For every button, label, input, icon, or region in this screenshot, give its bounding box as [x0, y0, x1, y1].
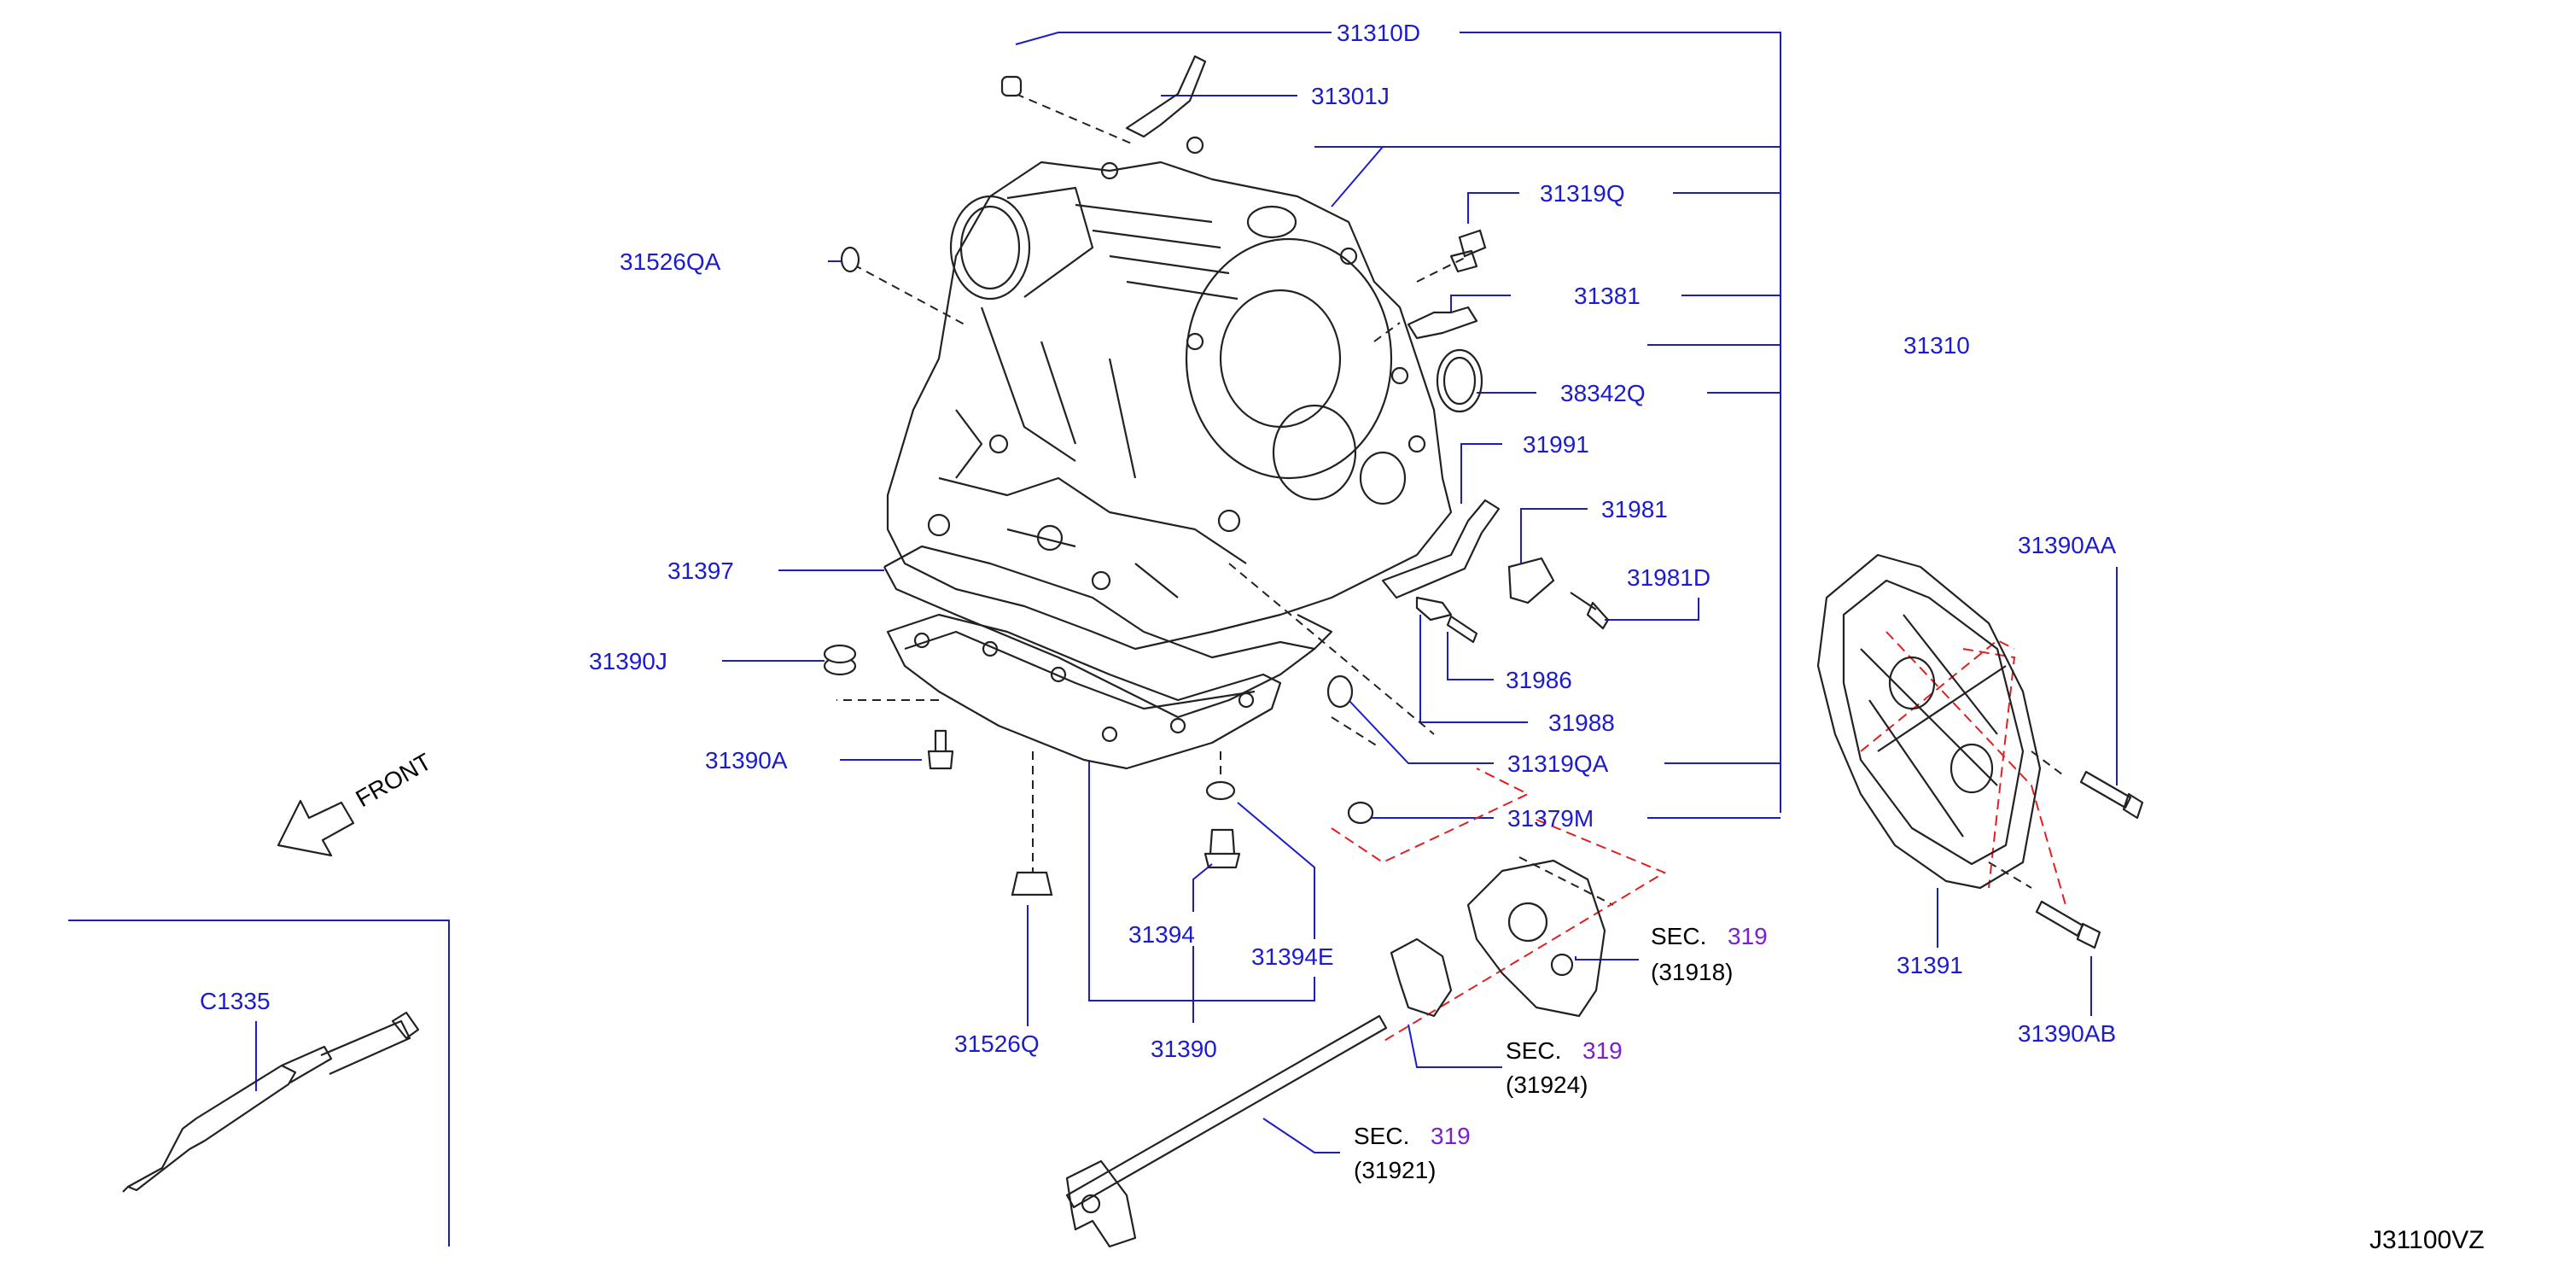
callout-C1335[interactable]: C1335 — [200, 988, 271, 1014]
callout-31394E[interactable]: 31394E — [1251, 943, 1334, 970]
sec-label: SEC. — [1651, 923, 1706, 949]
callout-31390AA[interactable]: 31390AA — [2018, 532, 2117, 558]
callout-38342Q[interactable]: 38342Q — [1560, 380, 1646, 406]
callout-31397[interactable]: 31397 — [667, 558, 734, 584]
callout-31526QA[interactable]: 31526QA — [620, 248, 721, 275]
sec-label: SEC. — [1354, 1123, 1409, 1149]
callout-31526Q[interactable]: 31526Q — [954, 1031, 1040, 1057]
small-parts — [823, 55, 2144, 949]
callout-31981D[interactable]: 31981D — [1627, 564, 1711, 591]
sec-number[interactable]: 319 — [1431, 1123, 1471, 1149]
sec-code: (31924) — [1506, 1071, 1588, 1098]
callout-31310[interactable]: 31310 — [1903, 332, 1970, 359]
callout-31390[interactable]: 31390 — [1151, 1036, 1217, 1062]
side-cover-illustration — [1816, 553, 2042, 890]
front-label: FRONT — [352, 748, 436, 812]
callout-31394[interactable]: 31394 — [1128, 921, 1195, 948]
front-arrow: FRONT — [277, 748, 436, 857]
callout-31379M[interactable]: 31379M — [1507, 805, 1594, 832]
callout-31390A[interactable]: 31390A — [705, 747, 788, 774]
callout-31319Q[interactable]: 31319Q — [1540, 180, 1625, 207]
callout-31310D[interactable]: 31310D — [1337, 20, 1420, 46]
sec-number[interactable]: 319 — [1728, 923, 1768, 949]
diagram-id: J31100VZ — [2369, 1226, 2485, 1254]
transmission-case-illustration — [886, 136, 1453, 651]
sec-ref-31924: SEC. 319 (31924) — [1506, 1037, 1623, 1098]
sec-label: SEC. — [1506, 1037, 1561, 1064]
callout-31381[interactable]: 31381 — [1574, 283, 1641, 309]
callout-31981[interactable]: 31981 — [1601, 496, 1668, 523]
callout-31391[interactable]: 31391 — [1897, 952, 1963, 978]
oil-pan-illustration — [883, 545, 1333, 770]
callout-labels: 31310D 31301J 31319Q 31526QA 31381 31310… — [200, 20, 2117, 1062]
callout-31390AB[interactable]: 31390AB — [2018, 1020, 2116, 1047]
callout-31319QA[interactable]: 31319QA — [1507, 750, 1609, 777]
callout-31988[interactable]: 31988 — [1548, 709, 1615, 736]
sealant-tube-illustration — [122, 1011, 420, 1193]
callout-31301J[interactable]: 31301J — [1311, 83, 1390, 109]
sec-ref-31918: SEC. 319 (31918) — [1651, 923, 1768, 985]
sec-ref-31921: SEC. 319 (31921) — [1354, 1123, 1471, 1183]
leader-lines — [68, 32, 2118, 1247]
callout-31986[interactable]: 31986 — [1506, 667, 1572, 693]
callout-31991[interactable]: 31991 — [1523, 431, 1589, 458]
assembly-lines — [836, 93, 2066, 1042]
callout-31390J[interactable]: 31390J — [589, 648, 667, 674]
sec-code: (31921) — [1354, 1157, 1437, 1183]
selector-parts-illustration — [1065, 859, 1606, 1248]
sec-code: (31918) — [1651, 959, 1734, 985]
sec-number[interactable]: 319 — [1582, 1037, 1623, 1064]
